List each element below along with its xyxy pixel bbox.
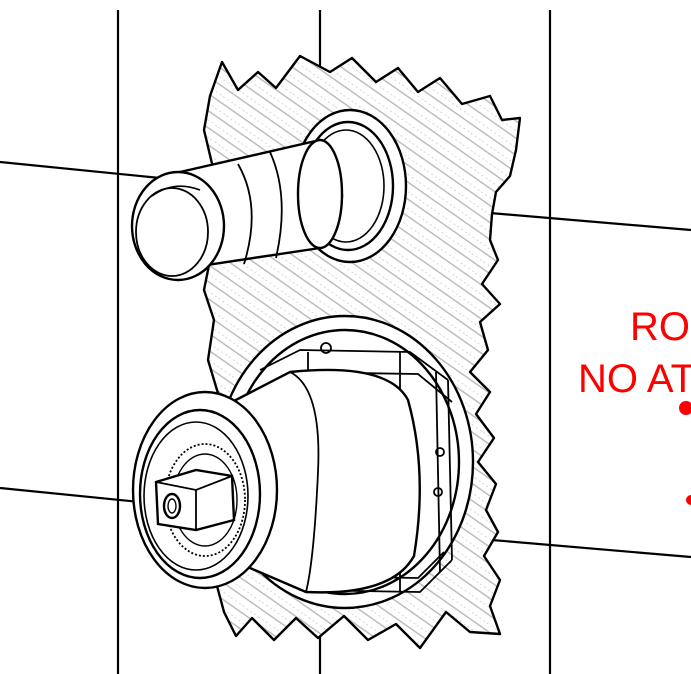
- diverter-knob-highlight: [151, 185, 201, 197]
- warning-text-line-1: ROI: [630, 305, 691, 349]
- diverter-knob-cap-rim: [135, 187, 209, 277]
- tile-line-horizontal-lower-right: [491, 538, 691, 559]
- diverter-stem-groove-2: [237, 163, 253, 265]
- cartridge-cylinder-body: [230, 368, 421, 594]
- diverter-knob-cap: [130, 170, 226, 282]
- warning-marker-dot-small: [686, 495, 691, 505]
- diverter-stem-end-ring: [296, 138, 344, 250]
- warning-label: ROI NO AT: [578, 305, 691, 505]
- cartridge-splined-hub: [164, 443, 246, 557]
- warning-text-line-2: NO AT: [578, 357, 691, 401]
- warning-marker-dot: [679, 401, 691, 415]
- cartridge-cylinder-edge: [289, 371, 320, 593]
- tile-line-horizontal-upper-right: [489, 211, 691, 232]
- tile-line-horizontal-lower-left: [0, 486, 141, 504]
- tile-line-horizontal-upper-left: [0, 160, 161, 180]
- cartridge-assembly: [131, 314, 475, 610]
- cartridge-bezel-ring: [138, 408, 262, 580]
- cartridge-spindle-bore: [162, 492, 182, 520]
- diverter-handle: [130, 108, 408, 282]
- cartridge-spindle-bore-inner: [167, 498, 177, 514]
- diverter-stem-groove: [269, 151, 283, 259]
- cartridge-bezel-ring-inner: [143, 421, 249, 571]
